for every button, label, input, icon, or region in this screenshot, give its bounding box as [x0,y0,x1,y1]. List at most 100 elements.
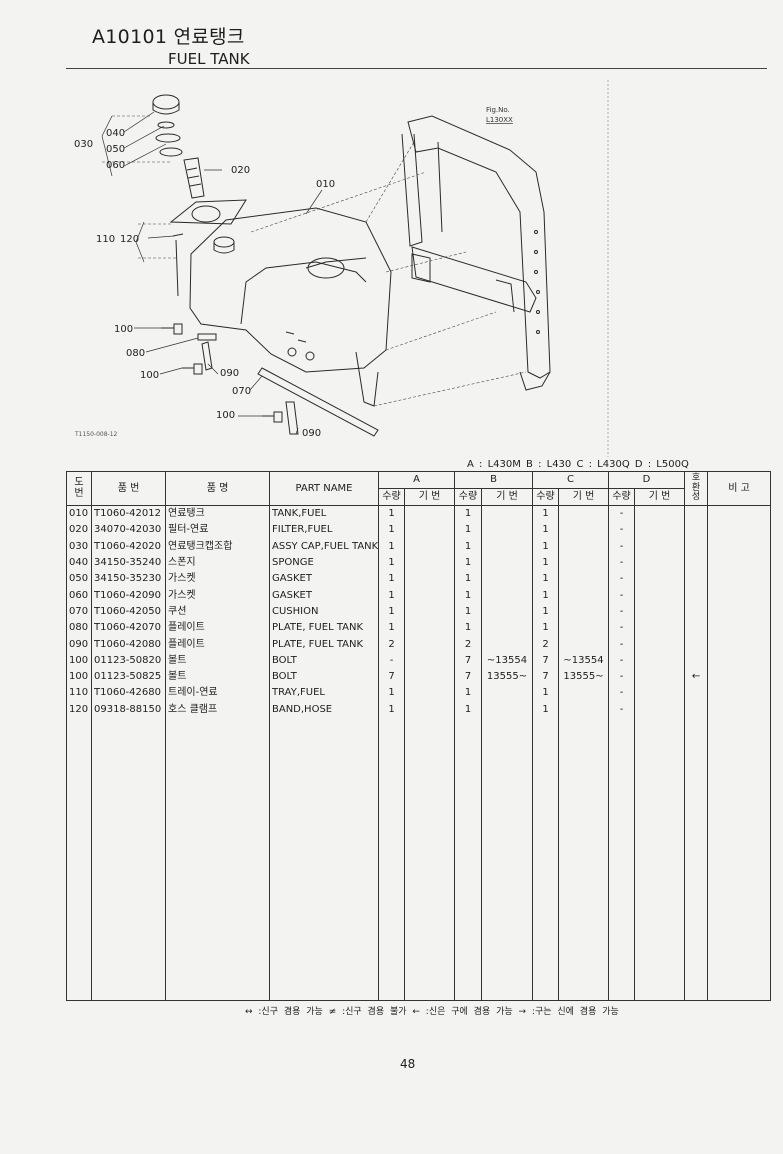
fuel-cap-drawing [152,94,205,199]
cell-d-qty: - [608,636,636,653]
cell-b-qty: 1 [454,571,482,588]
cell-d-qty: - [608,685,636,702]
cell-name-en: BOLT [269,668,379,686]
cell-b-qty: 1 [454,538,482,555]
callout-010: 010 [316,179,335,190]
cell-c-qty: 1 [532,522,559,539]
cell-a-serial [404,668,455,686]
cell-b-serial: ~13554 [481,652,533,669]
model-legend: A : L430M B : L430 C : L430Q D : L500Q [467,459,689,470]
cell-d-qty: - [608,587,636,604]
cell-a-qty: 1 [378,522,405,539]
callout-050: 050 [106,144,125,155]
cushion-drawing [257,367,379,437]
cell-b-qty: 1 [454,554,482,572]
cell-c-serial: 13555~ [557,668,610,686]
cell-part-no: 34150-35230 [91,571,166,588]
cell-remarks [707,652,772,669]
cell-c-serial [557,538,610,555]
cell-compat [684,685,709,702]
cell-a-qty: 1 [378,701,405,718]
figure-code: T1150-008-12 [75,431,118,438]
cell-c-serial [557,685,610,702]
cell-d-serial [634,636,686,653]
callout-120: 120 [120,234,139,245]
cell-b-serial [481,554,533,572]
cell-b-serial [481,522,533,539]
cell-d-qty: - [608,620,636,637]
cell-a-qty: 1 [378,571,405,588]
cell-c-serial: ~13554 [557,652,610,669]
header-a-qty: 수량 [378,488,405,506]
cell-compat [684,701,709,718]
header-d-qty: 수량 [608,488,636,506]
cell-ref: 060 [66,587,92,604]
fig-no-value: L130XX [486,116,513,124]
cell-b-qty: 1 [454,587,482,604]
cell-compat [684,522,709,539]
cell-remarks [707,636,772,653]
cell-compat [684,620,709,637]
cell-d-qty: - [608,554,636,572]
cell-d-qty: - [608,538,636,555]
cell-d-serial [634,554,686,572]
cell-name-kr: 볼트 [165,652,270,669]
cell-d-serial [634,668,686,686]
callout-090a: 090 [220,368,239,379]
cell-remarks [707,620,772,637]
cell-part-no: 09318-88150 [91,701,166,718]
cell-part-no: 34150-35240 [91,554,166,572]
cell-c-serial [557,522,610,539]
cell-name-kr: 플레이트 [165,636,270,653]
cell-c-serial [557,571,610,588]
cell-remarks [707,701,772,718]
cell-a-serial [404,620,455,637]
cell-remarks [707,668,772,686]
callout-070: 070 [232,386,251,397]
cell-name-kr: 쿠션 [165,603,270,621]
cell-part-no: T1060-42050 [91,603,166,621]
callout-060: 060 [106,160,125,171]
callout-030: 030 [74,139,93,150]
cell-b-qty: 1 [454,603,482,621]
cell-c-qty: 1 [532,571,559,588]
cell-b-qty: 7 [454,652,482,669]
header-name-en: PART NAME [269,471,379,506]
cell-b-qty: 1 [454,620,482,637]
cell-compat [684,587,709,604]
header-compat: 호 환 성 [684,471,709,506]
cell-b-qty: 1 [454,701,482,718]
cell-d-qty: - [608,571,636,588]
cell-c-serial [557,505,610,523]
cell-a-qty: 7 [378,668,405,686]
callout-100c: 100 [216,410,235,421]
header-name-kr: 품 명 [165,471,270,506]
header-b-qty: 수량 [454,488,482,506]
cell-part-no: 34070-42030 [91,522,166,539]
cell-ref: 010 [66,505,92,523]
cell-d-serial [634,652,686,669]
cell-name-en: ASSY CAP,FUEL TANK [269,538,379,555]
callout-020: 020 [231,165,250,176]
cell-c-qty: 1 [532,505,559,523]
header-d-serial: 기 번 [634,488,686,506]
cell-b-qty: 7 [454,668,482,686]
frame-drawing [401,115,551,391]
header-ref: 도 번 [66,471,92,506]
cell-b-qty: 1 [454,505,482,523]
cell-ref: 120 [66,701,92,718]
cell-ref: 070 [66,603,92,621]
cell-compat: ← [684,668,709,686]
cell-b-qty: 1 [454,522,482,539]
cell-compat [684,636,709,653]
cell-name-kr: 트레이-연료 [165,685,270,702]
header-c-qty: 수량 [532,488,559,506]
cell-name-en: GASKET [269,571,379,588]
cell-remarks [707,505,772,523]
cell-remarks [707,685,772,702]
cell-a-serial [404,522,455,539]
